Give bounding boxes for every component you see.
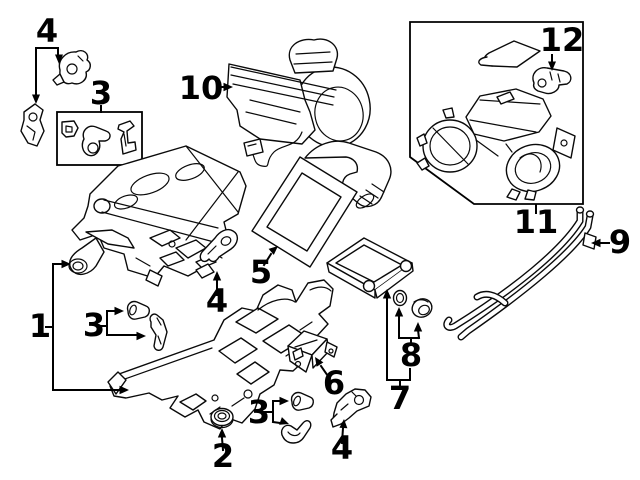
callout-labels: 4 3 10 12 11 9 5 1 3 4 6 3 4 2 7 8 (29, 12, 631, 475)
callout-3-bottom[interactable]: 3 (248, 393, 270, 431)
clip-kit-box (56, 111, 143, 166)
callout-9[interactable]: 9 (609, 223, 631, 261)
callout-11[interactable]: 11 (514, 203, 559, 241)
callout-8[interactable]: 8 (400, 336, 422, 374)
clip-kit-parts (61, 120, 137, 157)
callout-10[interactable]: 10 (179, 69, 224, 107)
mount-bracket-mid-part (199, 228, 238, 263)
rotary-actuator-part (52, 50, 91, 86)
clip-pair-mid-parts (126, 300, 168, 351)
callout-4-topleft[interactable]: 4 (36, 12, 58, 50)
blower-motor-part (226, 38, 371, 167)
callout-leaders (32, 47, 610, 452)
callout-4-bottom[interactable]: 4 (331, 429, 353, 467)
air-inlet-housing-part (416, 40, 576, 201)
inlet-bracket-part (532, 67, 572, 95)
callout-12[interactable]: 12 (540, 21, 585, 59)
cam-plate-part (20, 103, 45, 147)
callout-4-mid[interactable]: 4 (206, 282, 228, 320)
inlet-housing-box (409, 21, 584, 205)
clip-pair-bottom-parts (280, 391, 314, 444)
callout-2[interactable]: 2 (212, 437, 234, 475)
mount-bracket-bottom-part (330, 388, 372, 428)
seal-rings-parts (392, 289, 433, 318)
callout-7[interactable]: 7 (389, 379, 411, 417)
callout-3-mid[interactable]: 3 (83, 306, 105, 344)
callout-3-box[interactable]: 3 (90, 74, 112, 112)
drain-grommet-part (210, 407, 234, 429)
upper-housing-part (68, 145, 247, 287)
cabin-air-filter-part (326, 237, 414, 299)
callout-1[interactable]: 1 (29, 307, 51, 345)
heater-pipes-part (443, 206, 597, 341)
callout-6[interactable]: 6 (323, 364, 345, 402)
callout-5[interactable]: 5 (250, 253, 272, 291)
heater-core-part (251, 140, 392, 268)
